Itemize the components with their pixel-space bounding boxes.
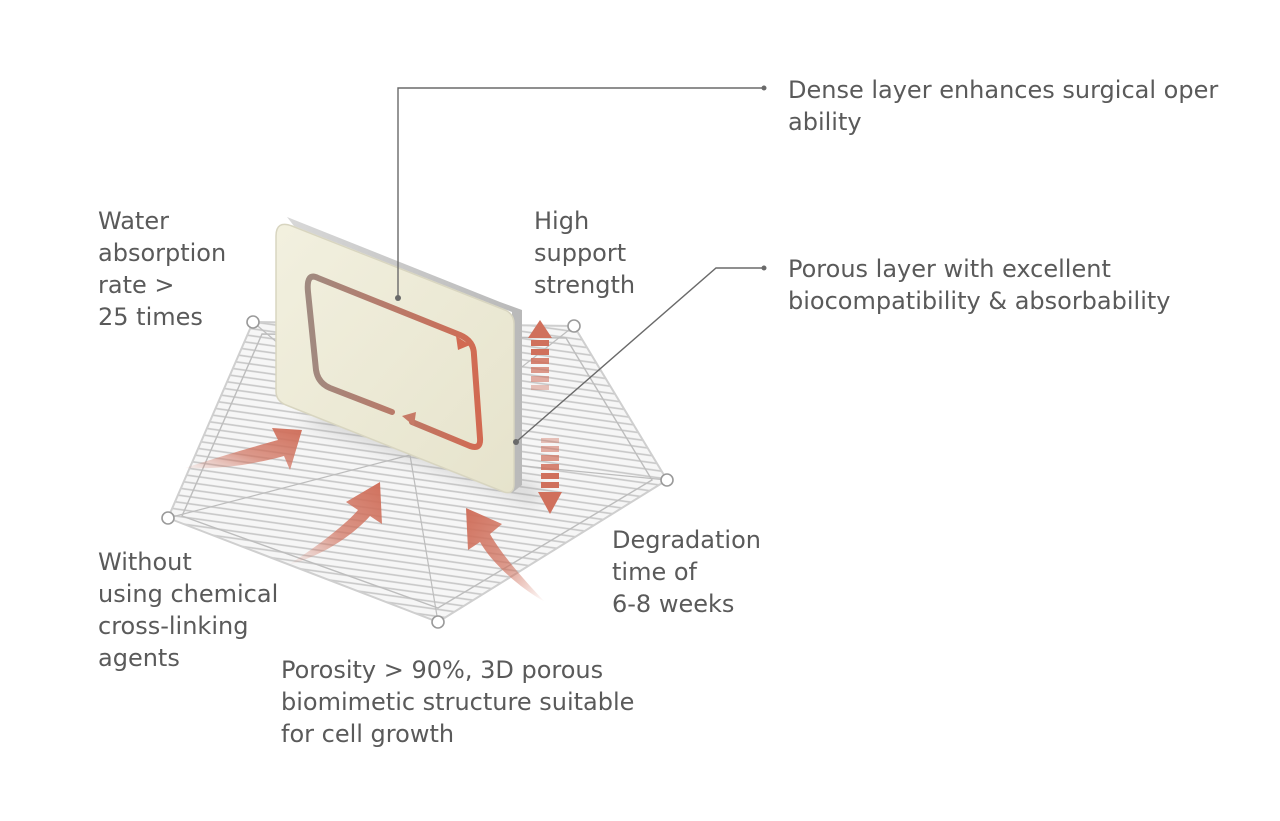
leader-line-porous <box>515 267 764 443</box>
vertex-node <box>246 315 260 329</box>
membrane-pad <box>275 217 545 505</box>
vertex-node <box>660 473 674 487</box>
leader-line-dense <box>397 87 764 298</box>
leader-lines <box>395 85 767 445</box>
vertex-node <box>161 511 175 525</box>
dense-layer-label: Dense layer enhances surgical oper abili… <box>788 76 1219 136</box>
curved-arrow-icon <box>185 428 302 470</box>
support-strength-label: High support strength <box>534 207 636 299</box>
support-arrows <box>528 320 562 514</box>
curved-arrow-icon <box>288 482 382 565</box>
no-chemical-label: Without using chemical cross-linking age… <box>98 548 279 672</box>
loop-arrowhead-icon <box>402 412 416 426</box>
down-arrow-icon <box>538 438 562 514</box>
porous-layer-label: Porous layer with excellent biocompatibi… <box>788 255 1171 315</box>
circulation-loop <box>304 273 484 450</box>
porosity-label: Porosity > 90%, 3D porous biomimetic str… <box>281 656 635 748</box>
curved-arrow-icon <box>466 508 545 602</box>
vertex-node <box>431 615 445 629</box>
degradation-label: Degradation time of 6-8 weeks <box>612 526 761 618</box>
vertex-node <box>567 319 581 333</box>
water-absorption-label: Water absorption rate > 25 times <box>98 207 227 331</box>
absorption-arrows <box>185 428 545 602</box>
up-arrow-icon <box>528 320 552 390</box>
loop-arrowhead-icon <box>456 336 470 350</box>
